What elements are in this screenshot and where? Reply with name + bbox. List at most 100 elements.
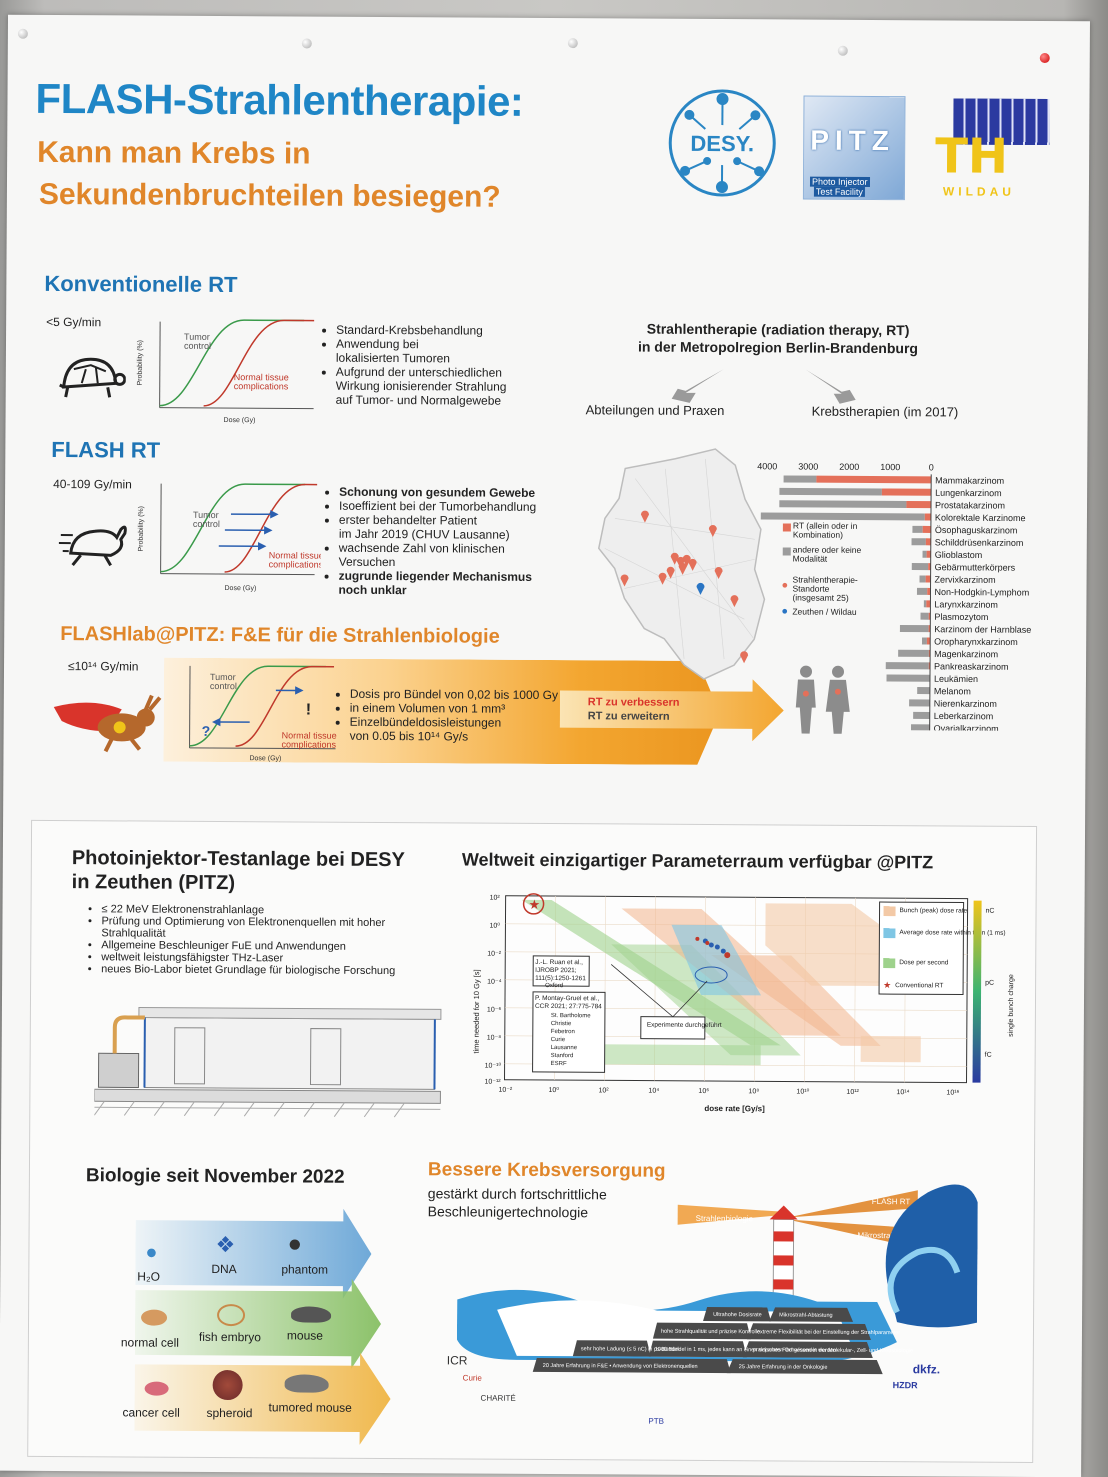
bar-other xyxy=(885,662,929,670)
bar-category-label: Mammakarzinom xyxy=(935,475,1004,485)
bar-axis-tick: 0 xyxy=(929,462,934,472)
flashlab-heading: FLASHlab@PITZ: F&E für die Strahlenbiolo… xyxy=(60,623,500,648)
bullet: in einem Volumen von 1 mm³ xyxy=(350,701,576,716)
block-label: sehr hohe Ladung (≤ 5 nC) in ps-Bündel xyxy=(581,1346,679,1353)
flash-chart: Tumor control Normal tissue complication… xyxy=(138,483,322,592)
y-tick: 10⁻⁴ xyxy=(487,979,502,986)
pitz-heading-2: in Zeuthen (PITZ) xyxy=(71,871,236,895)
bar-other xyxy=(760,512,925,521)
bar-rt xyxy=(925,575,931,583)
ref-label: J.-L. Ruan et al., xyxy=(535,959,583,966)
split-arrows xyxy=(671,369,856,404)
ref-label: CCR 2021; 27:775-784 xyxy=(535,1003,602,1010)
bullet: lokalisierten Tumoren xyxy=(335,350,451,366)
chart-x-label: Dose (Gy) xyxy=(224,417,256,424)
bar-axis-tick: 4000 xyxy=(757,461,777,471)
chart-normal-label: Normal tissue xyxy=(234,372,289,382)
cbar-bot: fC xyxy=(985,1052,992,1059)
bullet: wachsende Zahl von klinischen xyxy=(339,541,559,556)
bar-category-label: Zervixkarzinom xyxy=(935,575,996,585)
param-y-label: time needed for 10 Gy [s] xyxy=(472,969,482,1053)
conventional-heading: Konventionelle RT xyxy=(44,270,238,298)
tumored-mouse-icon xyxy=(284,1374,329,1393)
chart-normal-label: Normal tissue xyxy=(282,730,337,740)
flash-heading: FLASH RT xyxy=(51,436,161,463)
bar-category-label: Non-Hodgkin-Lymphom xyxy=(934,587,1029,598)
chart-control-label: control xyxy=(193,519,220,529)
bio-label: tumored mouse xyxy=(268,1400,352,1415)
bar-other xyxy=(920,612,929,620)
bullet: von 0.05 bis 10¹⁴ Gy/s xyxy=(349,728,469,744)
legend-dose: Dose per second xyxy=(899,959,949,966)
bullet: Versuchen xyxy=(338,554,396,570)
poster-subtitle-2: Sekundenbruchteilen besiegen? xyxy=(38,177,501,214)
bullet: Anwendung bei xyxy=(336,337,566,352)
chart-tumor-label: Tumor xyxy=(193,510,219,520)
beam-label: Mikrostrahl RT xyxy=(858,1231,910,1240)
bar-rt xyxy=(926,600,931,608)
y-tick: 10⁻² xyxy=(487,951,502,958)
brandenburg-map xyxy=(597,448,766,680)
desy-text: DESY. xyxy=(690,131,754,156)
bar-category-label: Plasmozytom xyxy=(934,612,988,622)
x-tick: 10⁻² xyxy=(498,1087,513,1094)
bar-other xyxy=(912,525,923,533)
block-label: hohe Strahlqualität und präzise Kontroll… xyxy=(661,1329,760,1336)
bar-other xyxy=(917,687,930,695)
cbar-mid: pC xyxy=(985,980,994,987)
bar-axis-tick: 3000 xyxy=(798,462,818,472)
svg-text:?: ? xyxy=(202,723,211,739)
normal-cell-icon xyxy=(141,1309,168,1326)
bar-rt xyxy=(928,563,931,571)
bar-other xyxy=(783,475,817,483)
therapies-label: Krebstherapien (im 2017) xyxy=(811,403,959,420)
bar-category-label: Glioblastom xyxy=(935,550,983,560)
ref-label: 111(5):1250-1261 xyxy=(535,975,586,982)
bio-label: H₂O xyxy=(137,1269,161,1284)
bullet: Einzelbündeldosisleistungen xyxy=(350,715,576,730)
bar-rt xyxy=(927,587,931,595)
chart-complications-label: complications xyxy=(269,559,322,569)
dna-icon: ❖ xyxy=(215,1231,236,1258)
bar-other xyxy=(923,600,927,608)
bullet: Dosis pro Bündel von 0,02 bis 1000 Gy xyxy=(350,687,576,702)
bar-rt xyxy=(924,513,931,521)
wildau-text: WILDAU xyxy=(942,184,1015,199)
y-tick: 10⁻⁶ xyxy=(487,1007,502,1014)
x-tick: 10¹⁶ xyxy=(946,1089,959,1096)
x-tick: 10⁴ xyxy=(648,1088,659,1095)
bullet: im Jahr 2019 (CHUV Lausanne) xyxy=(338,526,510,542)
bar-rt xyxy=(906,500,932,509)
bar-other xyxy=(779,487,882,496)
partner-dkfz: dkfz. xyxy=(912,1362,941,1377)
desy-logo: DESY. xyxy=(668,89,776,197)
y-tick: 10⁰ xyxy=(489,922,500,930)
bar-other xyxy=(911,538,926,546)
bar-rt xyxy=(922,525,931,533)
flashlab-bullets: Dosis pro Bündel von 0,02 bis 1000 Gy in… xyxy=(336,687,576,744)
bar-other xyxy=(919,575,926,583)
bar-category-label: Pankreaskarzinom xyxy=(934,661,1009,671)
y-tick: 10⁻¹² xyxy=(484,1079,501,1086)
bar-axis xyxy=(929,474,932,732)
improve-text-1: RT zu verbessern xyxy=(587,696,680,709)
flashlab-chart: ! ? Tumor control Normal tissue complica… xyxy=(189,665,337,762)
bullet: Wirkung ionisierender Strahlung xyxy=(335,378,507,394)
bullet: erster behandelter Patient xyxy=(339,513,559,528)
pitz-logo: PITZ Photo Injector Test Facility xyxy=(802,95,906,201)
bullet: auf Tumor- und Normalgewebe xyxy=(335,392,502,408)
bar-other xyxy=(921,637,927,645)
partner-curie: Curie xyxy=(462,1373,482,1383)
ref-label: Febetron xyxy=(551,1029,575,1035)
bar-other xyxy=(899,624,929,633)
y-tick: 10⁻¹⁰ xyxy=(485,1062,502,1070)
bio-label: fish embryo xyxy=(198,1329,262,1345)
svg-text:★: ★ xyxy=(529,897,541,912)
bar-category-label: Ovarialkarzinom xyxy=(934,723,999,731)
bar-other xyxy=(913,711,930,719)
bar-other xyxy=(779,500,907,508)
water-drop-icon: ● xyxy=(145,1241,158,1264)
bullet: zugrunde liegender Mechanismus xyxy=(339,569,559,584)
pin xyxy=(301,38,312,49)
x-tick: 10⁸ xyxy=(748,1088,759,1095)
